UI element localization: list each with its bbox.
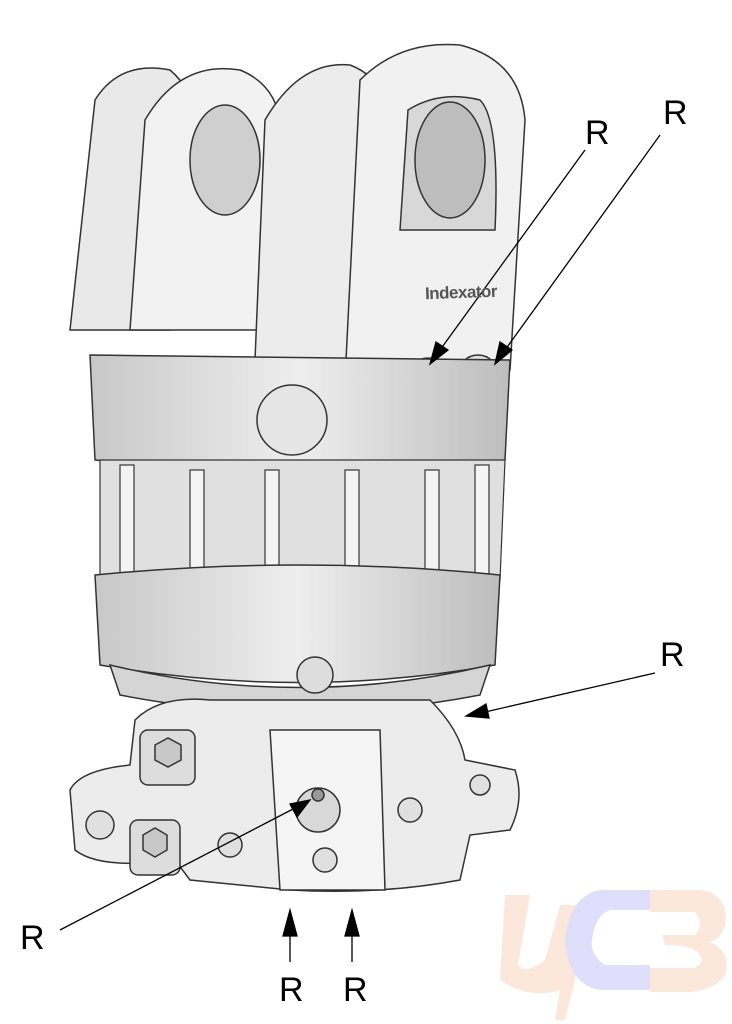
callout-label-port-front: R xyxy=(20,919,45,957)
top-lugs xyxy=(69,43,526,394)
cage xyxy=(99,459,506,581)
arrowhead xyxy=(282,907,298,937)
callout-label-bottom-right: R xyxy=(343,971,368,1009)
callout-label-bottom-left: R xyxy=(279,971,304,1009)
callout-label-bolt-left: R xyxy=(585,114,610,152)
base-housing xyxy=(69,698,520,892)
arrowhead xyxy=(463,702,490,719)
lower-ring xyxy=(94,564,501,714)
callout-label-bolt-right: R xyxy=(663,94,688,132)
arrowhead xyxy=(289,799,312,819)
callout-label-housing-right: R xyxy=(660,636,685,674)
brand-label: Indexator xyxy=(424,281,498,304)
arrowhead xyxy=(493,340,514,366)
arrowhead xyxy=(344,907,360,937)
callout-arrows xyxy=(59,134,661,962)
watermark-logo xyxy=(500,890,727,1020)
arrowhead xyxy=(428,340,450,366)
upper-ring xyxy=(89,354,511,471)
